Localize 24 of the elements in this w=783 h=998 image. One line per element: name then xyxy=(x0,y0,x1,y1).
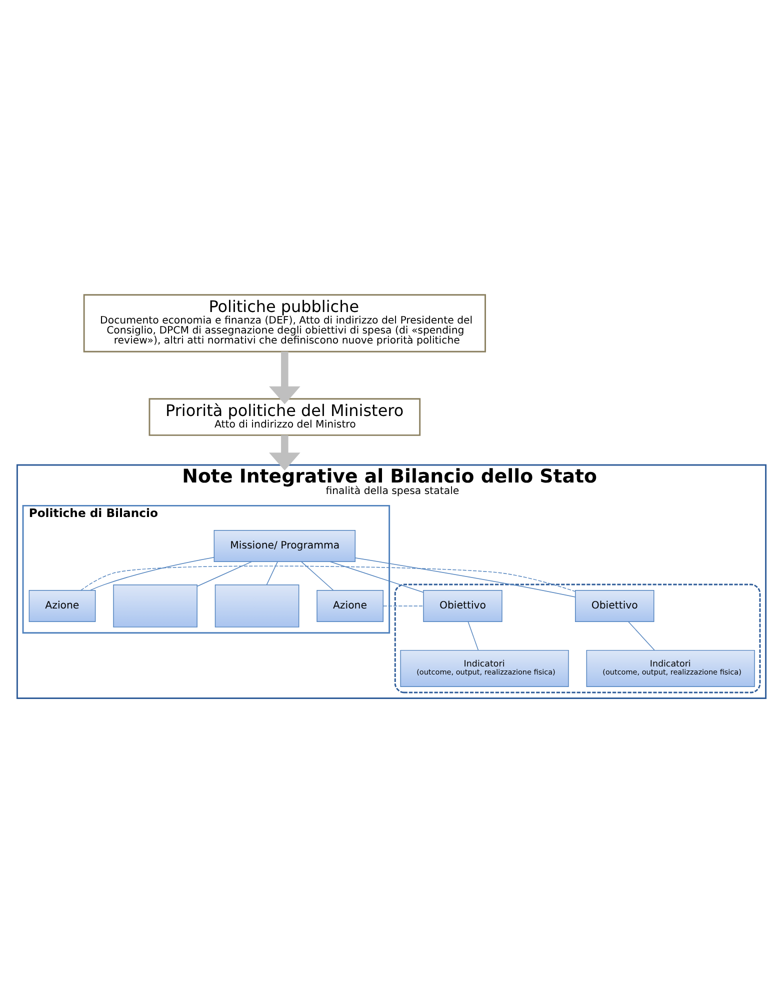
connector xyxy=(80,565,576,592)
arrow xyxy=(269,351,300,404)
node-box: Politiche pubbliche Documento economia e finanza (DEF), Atto di indirizzo del Presidente del Consiglio, DPCM di assegnazione degli obiettivi di spesa (di «spending review»), altri atti normativi che definiscono nuove priorità politiche xyxy=(83,294,486,352)
node-box xyxy=(214,584,300,627)
connector xyxy=(382,605,424,606)
node-box: Azione xyxy=(316,589,384,622)
node-box: Indicatori (outcome, output, realizzazione fisica) xyxy=(400,649,569,687)
connector xyxy=(468,620,479,650)
node-box: Priorità politiche del Ministero Atto di indirizzo del Ministro xyxy=(148,398,421,436)
connector xyxy=(196,560,252,586)
node-box xyxy=(113,584,198,627)
node-box: Indicatori (outcome, output, realizzazione fisica) xyxy=(586,649,755,687)
connector xyxy=(90,556,214,590)
connector xyxy=(354,557,576,597)
node-box: Missione/ Programma xyxy=(214,530,356,562)
cluster xyxy=(394,583,761,693)
connector xyxy=(301,560,334,590)
node-box: Obiettivo xyxy=(575,589,654,622)
connector xyxy=(628,620,655,650)
node-box: Obiettivo xyxy=(423,589,502,622)
arrow xyxy=(269,434,300,470)
connector xyxy=(330,560,424,592)
connector xyxy=(266,560,278,585)
node-box: Azione xyxy=(28,589,96,622)
